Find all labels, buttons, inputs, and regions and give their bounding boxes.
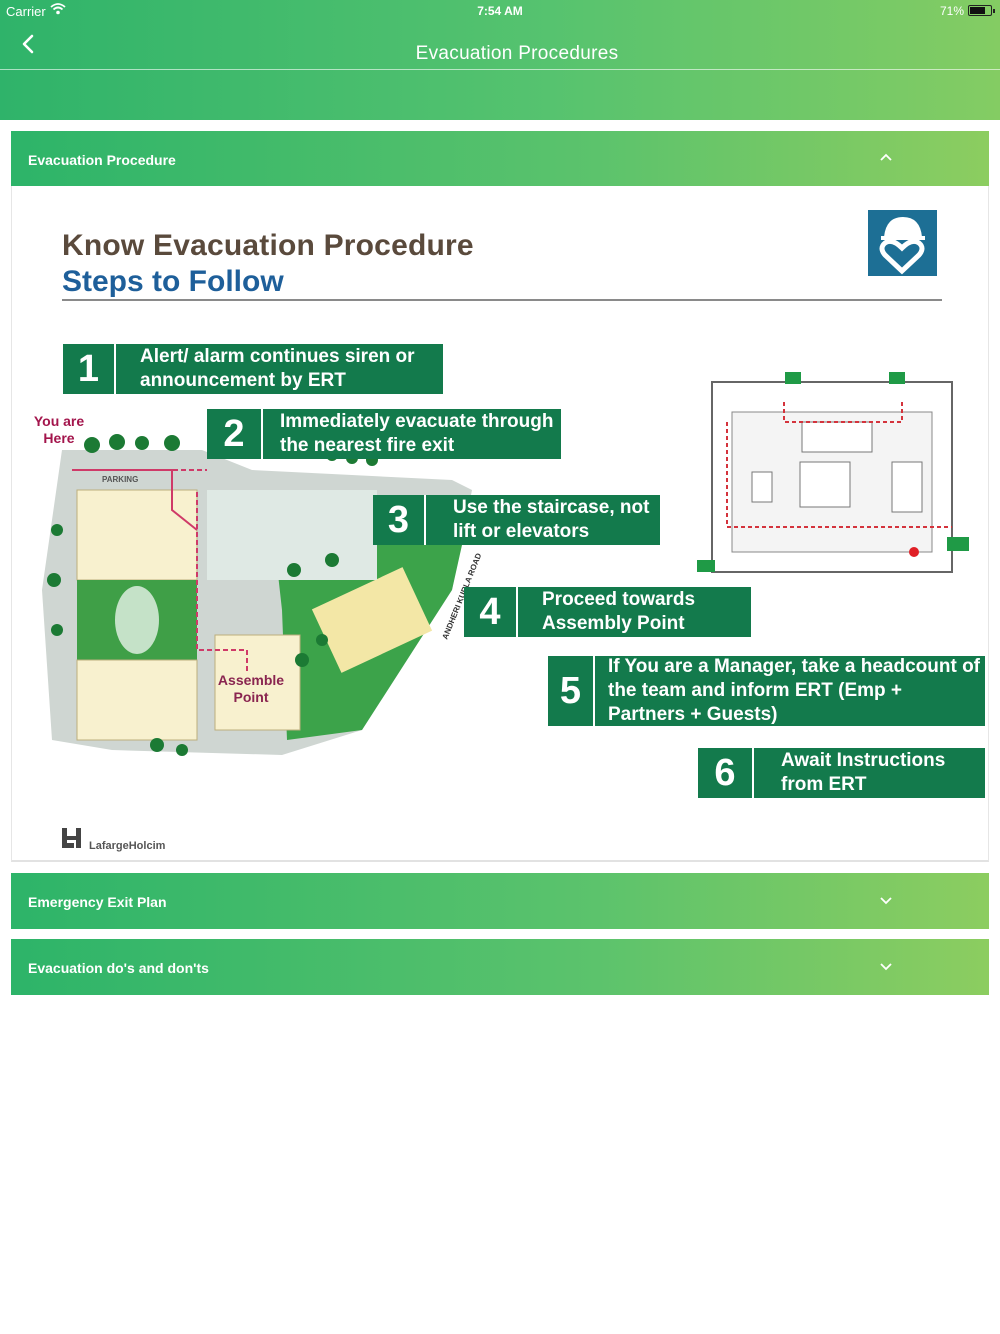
battery-icon: [968, 5, 995, 16]
divider: [62, 299, 942, 301]
evacuation-poster: Know Evacuation Procedure Steps to Follo…: [11, 186, 989, 862]
section-emergency-exit-plan[interactable]: Emergency Exit Plan: [11, 873, 989, 929]
step-number: 5: [548, 656, 595, 726]
brand-name: LafargeHolcim: [89, 840, 166, 852]
section-label: Emergency Exit Plan: [28, 894, 167, 910]
header-bar: Carrier 7:54 AM 71% Evacuation Procedure…: [0, 0, 1000, 120]
poster-subtitle: Steps to Follow: [62, 265, 284, 298]
page-title: Evacuation Procedures: [415, 43, 619, 64]
helmet-heart-icon: [879, 217, 925, 275]
section-evacuation-procedure[interactable]: Evacuation Procedure: [11, 131, 989, 187]
step-5: 5 If You are a Manager, take a headcount…: [548, 656, 985, 726]
chevron-down-icon: [880, 897, 892, 905]
battery-percent: 71%: [939, 4, 964, 18]
step-number: 4: [464, 587, 518, 637]
status-bar: Carrier 7:54 AM 71%: [0, 0, 1000, 22]
section-label: Evacuation Procedure: [28, 152, 176, 168]
step-number: 6: [698, 748, 754, 798]
step-6: 6 Await Instructions from ERT: [698, 748, 985, 798]
chevron-up-icon: [880, 153, 892, 161]
chevron-left-icon: [22, 34, 34, 54]
step-number: 3: [373, 495, 426, 545]
carrier-label: Carrier: [6, 4, 46, 19]
step-1: 1 Alert/ alarm continues siren or announ…: [63, 344, 443, 394]
step-text: Use the staircase, not lift or elevators: [453, 497, 650, 542]
parking-label: PARKING: [102, 475, 138, 484]
step-4: 4 Proceed towards Assembly Point: [464, 587, 751, 637]
step-2: 2 Immediately evacuate through the neare…: [207, 409, 561, 459]
poster-title: Know Evacuation Procedure: [62, 229, 474, 262]
step-number: 1: [63, 344, 116, 394]
step-3: 3 Use the staircase, not lift or elevato…: [373, 495, 660, 545]
step-text: Immediately evacuate through the nearest…: [280, 411, 554, 456]
nav-bar: Evacuation Procedures: [0, 22, 1000, 70]
step-number: 2: [207, 409, 263, 459]
step-text: Alert/ alarm continues siren or announce…: [140, 346, 415, 391]
step-text: Await Instructions from ERT: [781, 750, 946, 795]
safety-logo: [868, 210, 937, 276]
site-map-illustration: PARKING ANDHERI KURLA ROAD: [32, 410, 492, 770]
back-button[interactable]: [14, 30, 44, 60]
section-label: Evacuation do's and don'ts: [28, 960, 209, 976]
step-text: If You are a Manager, take a headcount o…: [608, 656, 981, 725]
floor-plan-illustration: [697, 372, 969, 573]
lafargeholcim-mark-icon: [62, 828, 81, 848]
chevron-down-icon: [880, 963, 892, 971]
section-evacuation-dos-donts[interactable]: Evacuation do's and don'ts: [11, 939, 989, 995]
clock: 7:54 AM: [477, 4, 523, 18]
you-are-here-label: You are Here: [33, 413, 85, 446]
wifi-icon: [50, 3, 66, 15]
step-text: Proceed towards Assembly Point: [542, 589, 696, 634]
assemble-point-label: Assemble Point: [217, 672, 285, 705]
